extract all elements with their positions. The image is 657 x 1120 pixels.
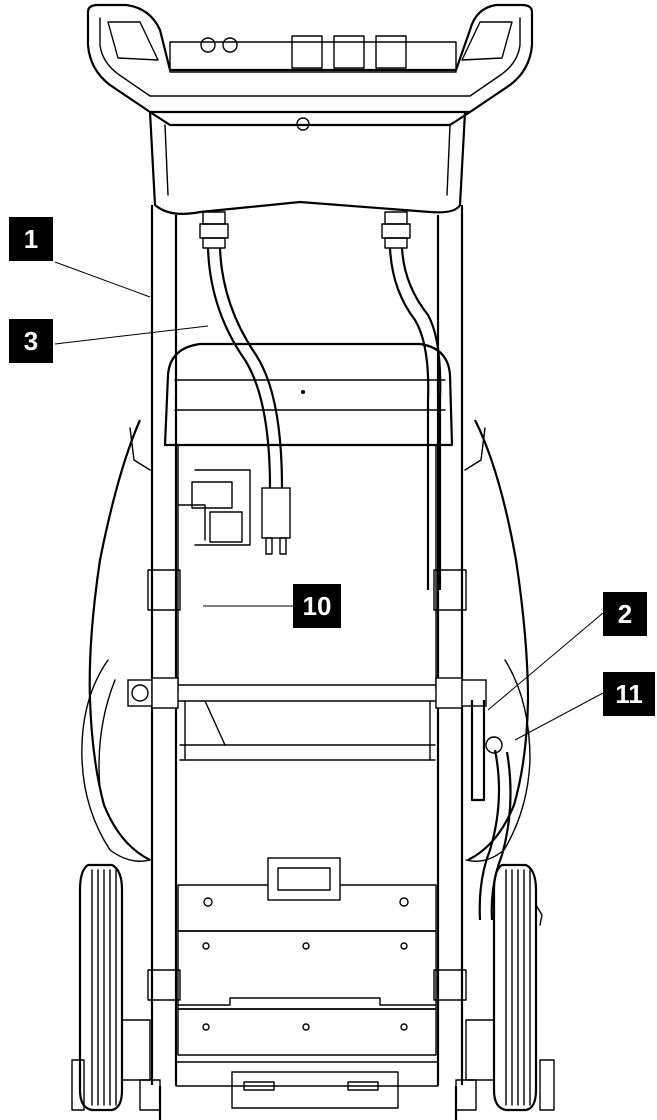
leader-line-1 (54, 261, 151, 298)
central-body (163, 342, 454, 691)
base (158, 1061, 458, 1120)
callout-10: 10 (293, 584, 341, 628)
right-frame-tube (433, 205, 467, 1085)
left-side-shell (81, 419, 151, 862)
callout-3: 3 (9, 319, 53, 363)
callout-1: 1 (9, 217, 53, 261)
upper-housing (148, 111, 467, 215)
right-wheel (455, 863, 555, 1112)
leader-lines (54, 261, 604, 741)
right-side-shell (464, 419, 531, 862)
callout-2: 2 (603, 592, 647, 636)
callout-11: 11 (603, 672, 655, 716)
hose-right (381, 211, 442, 590)
cross-bar (175, 684, 439, 761)
top-handle (86, 3, 534, 127)
leader-line-3 (54, 325, 209, 345)
leader-line-11 (514, 692, 604, 741)
power-cable (199, 211, 291, 555)
left-hinge (127, 677, 179, 709)
left-frame-tube (147, 205, 181, 1085)
left-wheel (71, 863, 161, 1112)
lower-panel (177, 857, 437, 1056)
connector-hose (478, 749, 512, 921)
leader-line-2 (487, 612, 604, 711)
right-hinge (435, 677, 503, 802)
